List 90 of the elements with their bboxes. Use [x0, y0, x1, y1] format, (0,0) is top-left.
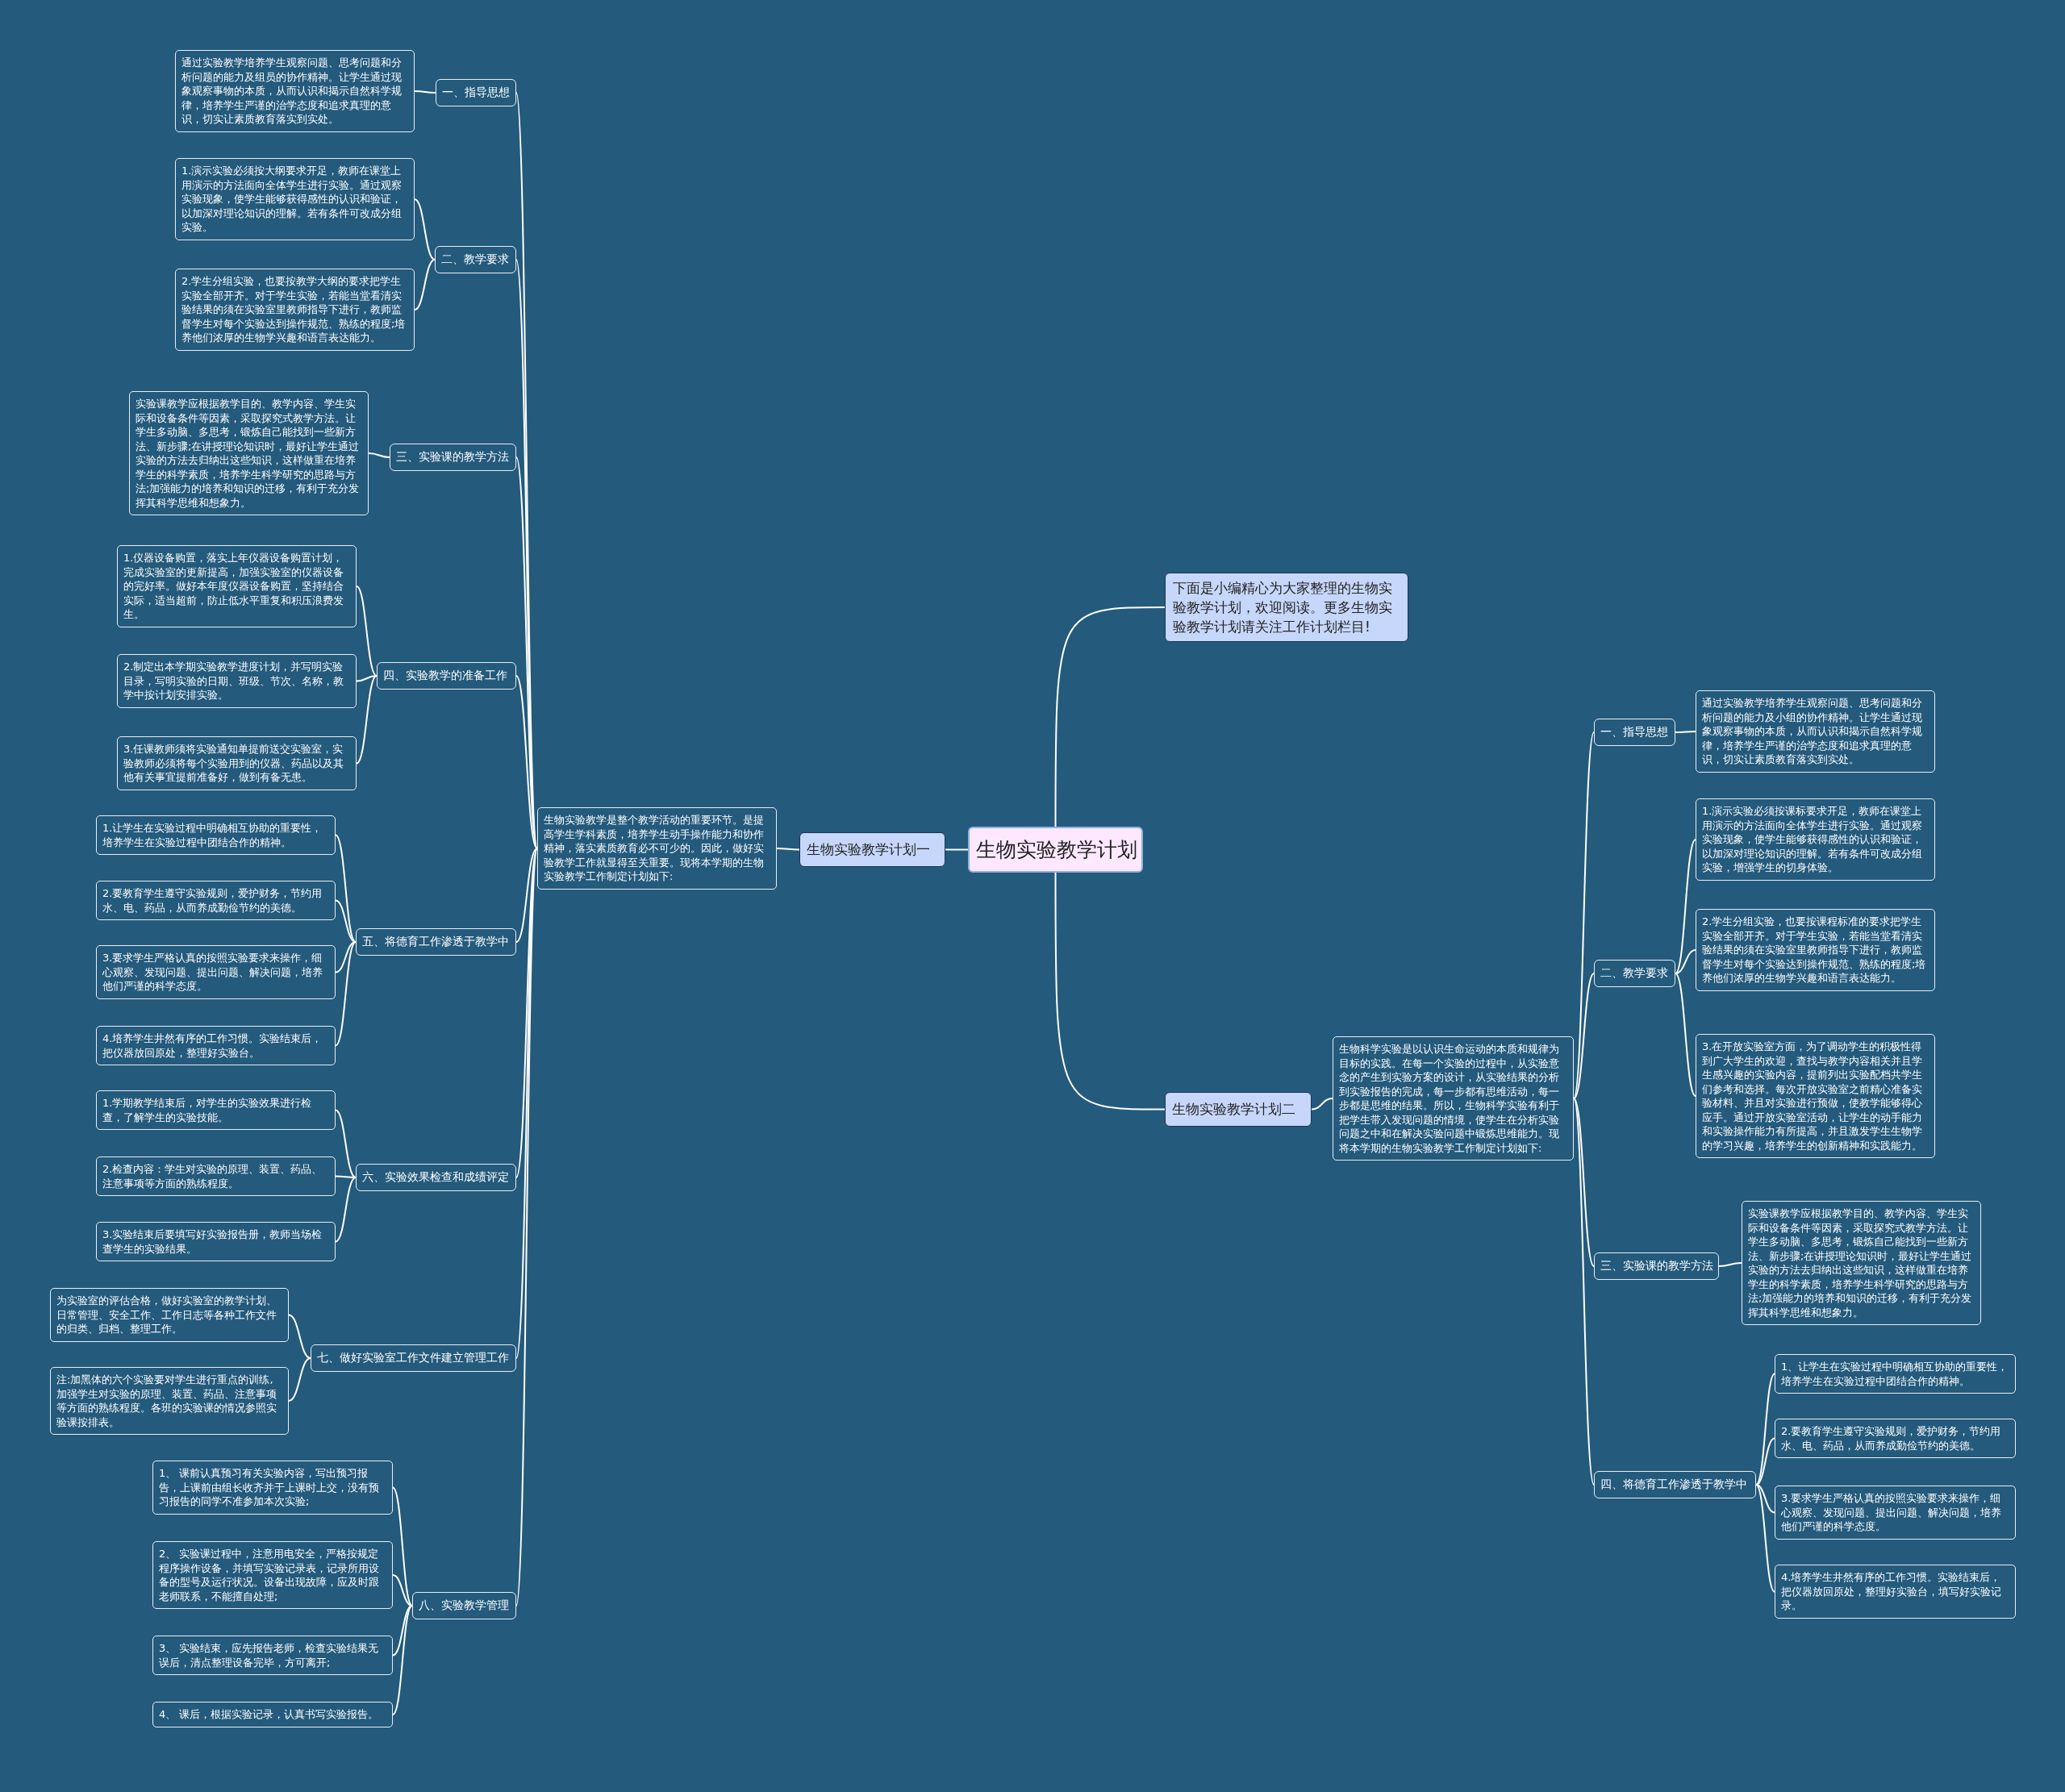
connector	[356, 675, 378, 682]
connector	[392, 1574, 413, 1607]
connector	[356, 586, 378, 677]
connector	[1054, 606, 1166, 827]
connector	[335, 1109, 357, 1178]
connector	[776, 848, 800, 851]
note-box: 注:加黑体的六个实验要对学生进行重点的训练, 加强学生对实验的原理、装置、药品、注意事项等方面的熟练程度。各班的实验课的情况参照实验课按排表。	[50, 1367, 289, 1435]
note-box: 1.演示实验必须按课标要求开足，教师在课堂上用演示的方法面向全体学生进行实验。通过观察实验现象，使学生能够获得感性的认识和验证，以加深对理论知识的理解。若有条件可改成分组实验，增强学生的切身体验。	[1696, 798, 1935, 881]
connector	[1573, 973, 1595, 1099]
note-box: 2.要教育学生遵守实验规则，爱护财务，节约用水、电、药品，从而养成勤俭节约的美德。	[96, 881, 336, 920]
connector	[515, 848, 538, 1178]
summary-box: 下面是小编精心为大家整理的生物实验教学计划，欢迎阅读。更多生物实验教学计划请关注工作计划栏目!	[1165, 573, 1408, 642]
branch-label: 三、实验课的教学方法	[390, 444, 516, 471]
connector	[1573, 1098, 1595, 1486]
paragraph-box: 生物科学实验是以认识生命运动的本质和规律为目标的实践。在每一个实验的过程中，从实验意念的产生到实验方案的设计，从实验结果的分析到实验报告的完成，每一步都有思维活动，每一步都是思维的结果。所以，生物科学实验有利于把学生带入发现问题的情境，使学生在分析实验问题之中和在解决实验问题中锻炼思维能力。现将本学期的生物实验教学工作制定计划如下:	[1333, 1036, 1574, 1161]
branch-label: 四、将德育工作渗透于教学中	[1594, 1471, 1756, 1498]
branch-label: 六、实验效果检查和成绩评定	[356, 1164, 516, 1191]
note-box: 1.学期教学结束后，对学生的实验效果进行检查，了解学生的实验技能。	[96, 1090, 336, 1130]
note-box: 3.要求学生严格认真的按照实验要求来操作，细心观察、发现问题、提出问题、解决问题，培养他们严谨的科学态度。	[96, 945, 336, 999]
branch-label: 五、将德育工作渗透于教学中	[356, 928, 516, 956]
note-box: 4.培养学生井然有序的工作习惯。实验结束后，把仪器放回原处，整理好实验台。	[96, 1026, 336, 1065]
connector	[335, 1177, 357, 1243]
note-box: 为实验室的评估合格，做好实验室的教学计划、日常管理、安全工作、工作日志等各种工作文件的归类、归档、整理工作。	[50, 1288, 289, 1342]
connector	[515, 848, 538, 1607]
connector	[414, 90, 436, 94]
topic-box: 生物实验教学计划二	[1165, 1092, 1312, 1127]
connector	[392, 1486, 413, 1607]
note-box: 通过实验教学培养学生观察问题、思考问题和分析问题的能力及组员的协作精神。让学生通过现象观察事物的本质，从而认识和揭示自然科学规律，培养学生严谨的治学态度和追求真理的意识，切实让素质教育落实到实处。	[175, 50, 415, 132]
note-box: 1.仪器设备购置，落实上年仪器设备购置计划，完成实验室的更新提高，加强实验室的仪器设备的完好率。做好本年度仪器设备购置，坚持结合实际，适当超前，防止低水平重复和积压浪费发生。	[117, 545, 357, 627]
connector	[515, 848, 538, 943]
note-box: 3.在开放实验室方面，为了调动学生的积极性得到广大学生的欢迎，查找与教学内容相关并且学生感兴趣的实验内容，提前列出实验配档共学生们参考和选择。每次开放实验室之前精心准备实验材料、并且对实验进行预做，使教学能够得心应手。通过开放实验室活动，让学生的动手能力和实验操作能力有所提高，并且激发学生生物学的学习兴趣，培养学生的创新精神和实践能力。	[1696, 1034, 1935, 1158]
connector	[1755, 1484, 1775, 1593]
note-box: 3.任课教师须将实验通知单提前送交实验室，实验教师必须将每个实验用到的仪器、药品以及其他有关事宜提前准备好，做到有备无患。	[117, 736, 357, 790]
topic-box: 生物实验教学计划一	[799, 832, 945, 867]
note-box: 通过实验教学培养学生观察问题、思考问题和分析问题的能力及小组的协作精神。让学生通过现象观察事物的本质，从而认识和揭示自然科学规律，培养学生严谨的治学态度和追求真理的意识，切实让素质教育落实到实处。	[1696, 690, 1935, 773]
connector	[1311, 1098, 1333, 1111]
connector	[1675, 731, 1696, 733]
note-box: 2.检查内容：学生对实验的原理、装置、药品、注意事项等方面的熟练程度。	[96, 1156, 336, 1196]
connector	[1675, 839, 1696, 974]
connector	[392, 1605, 413, 1657]
connector	[515, 259, 538, 849]
connector	[1718, 1262, 1742, 1267]
connector	[288, 1357, 311, 1402]
note-box: 实验课教学应根据教学目的、教学内容、学生实际和设备条件等因素，采取探究式教学方法。让学生多动脑、多思考，锻炼自己能找到一些新方法、新步骤;在讲授理论知识时，最好让学生通过实验的方法去归纳出这些知识，这样做重在培养学生的科学素质，培养学生科学研究的思路与方法;加强能力的培养和知识的迁移，有利于充分发挥其科学思维和想象力。	[1742, 1201, 1981, 1325]
branch-label: 二、教学要求	[1594, 960, 1675, 987]
note-box: 1.演示实验必须按大纲要求开足，教师在课堂上用演示的方法面向全体学生进行实验。通过观察实验现象，使学生能够获得感性的认识和验证，以加深对理论知识的理解。若有条件可改成分组实验。	[175, 158, 415, 240]
note-box: 4.培养学生井然有序的工作习惯。实验结束后，把仪器放回原处，整理好实验台，填写好实验记录。	[1775, 1565, 2016, 1619]
connector	[945, 848, 969, 851]
connector	[515, 675, 538, 849]
branch-label: 三、实验课的教学方法	[1594, 1252, 1719, 1280]
connector	[1755, 1437, 1775, 1486]
note-box: 2.要教育学生遵守实验规则，爱护财务，节约用水、电、药品，从而养成勤俭节约的美德。	[1775, 1419, 2016, 1458]
connector	[414, 259, 436, 310]
connector	[515, 848, 538, 1359]
connector	[335, 834, 357, 943]
connector	[368, 452, 390, 458]
note-box: 3、 实验结束，应先报告老师，检查实验结果无误后，清点整理设备完毕，方可离开;	[152, 1636, 393, 1675]
branch-label: 四、实验教学的准备工作	[377, 662, 516, 690]
connector	[288, 1314, 311, 1359]
note-box: 1、 课前认真预习有关实验内容，写出预习报告，上课前由组长收齐并于上课时上交，没有预习报告的同学不准参加本次实验;	[152, 1461, 393, 1515]
connector	[1675, 973, 1696, 1097]
connector	[1573, 1098, 1595, 1267]
connector	[1675, 949, 1696, 974]
connector	[414, 198, 436, 260]
connector	[1573, 731, 1595, 1099]
connector	[1054, 872, 1166, 1111]
connector	[335, 941, 357, 1047]
note-box: 1.让学生在实验过程中明确相互协助的重要性，培养学生在实验过程中团结合作的精神。	[96, 815, 336, 855]
note-box: 4、 课后，根据实验记录，认真书写实验报告。	[152, 1702, 393, 1727]
connector	[356, 675, 378, 765]
branch-label: 七、做好实验室工作文件建立管理工作	[311, 1344, 516, 1372]
branch-label: 二、教学要求	[435, 246, 516, 273]
paragraph-box: 生物实验教学是整个教学活动的重要环节。是提高学生学科素质，培养学生动手操作能力和协作精神，落实素质教育必不可少的。因此，做好实验教学工作就显得至关重要。现将本学期的生物实验教学工作制定计划如下:	[537, 807, 777, 890]
note-box: 2.学生分组实验，也要按课程标准的要求把学生实验全部开齐。对于学生实验，若能当堂看清实验结果的须在实验室里教师指导下进行，教师监督学生对每个实验达到操作规范、熟练的程度;培养他们浓厚的生物学兴趣和语言表达能力。	[1696, 909, 1935, 991]
note-box: 2.学生分组实验，也要按教学大纲的要求把学生实验全部开齐。对于学生实验，若能当堂看清实验结果的须在实验室里教师指导下进行，教师监督学生对每个实验达到操作规范、熟练的程度;培养他们浓厚的生物学兴趣和语言表达能力。	[175, 269, 415, 351]
connector	[335, 941, 357, 973]
connector	[1755, 1484, 1775, 1514]
note-box: 1、让学生在实验过程中明确相互协助的重要性，培养学生在实验过程中团结合作的精神。	[1775, 1354, 2016, 1394]
branch-label: 八、实验教学管理	[412, 1592, 516, 1619]
connector	[335, 899, 357, 943]
central-topic: 生物实验教学计划	[968, 827, 1143, 873]
note-box: 实验课教学应根据教学目的、教学内容、学生实际和设备条件等因素，采取探究式教学方法。让学生多动脑、多思考，锻炼自己能找到一些新方法、新步骤;在讲授理论知识时，最好让学生通过实验的方法去归纳出这些知识，这样做重在培养学生的科学素质，培养学生科学研究的思路与方法;加强能力的培养和知识的迁移，有利于充分发挥其科学思维和想象力。	[129, 391, 369, 515]
note-box: 3.要求学生严格认真的按照实验要求来操作，细心观察、发现问题、提出问题、解决问题，培养他们严谨的科学态度。	[1775, 1486, 2016, 1540]
note-box: 2.制定出本学期实验教学进度计划，并写明实验目录，写明实验的日期、班级、节次、名称，教学中按计划安排实验。	[117, 654, 357, 708]
branch-label: 一、指导思想	[436, 79, 516, 106]
connector	[335, 1175, 357, 1178]
branch-label: 一、指导思想	[1594, 719, 1675, 746]
note-box: 2、 实验课过程中，注意用电安全，严格按规定程序操作设备，并填写实验记录表，记录所用设备的型号及运行状况。设备出现故障，应及时跟老师联系，不能擅自处理;	[152, 1541, 393, 1609]
note-box: 3.实验结束后要填写好实验报告册，教师当场检查学生的实验结果。	[96, 1222, 336, 1261]
connector	[392, 1605, 413, 1715]
